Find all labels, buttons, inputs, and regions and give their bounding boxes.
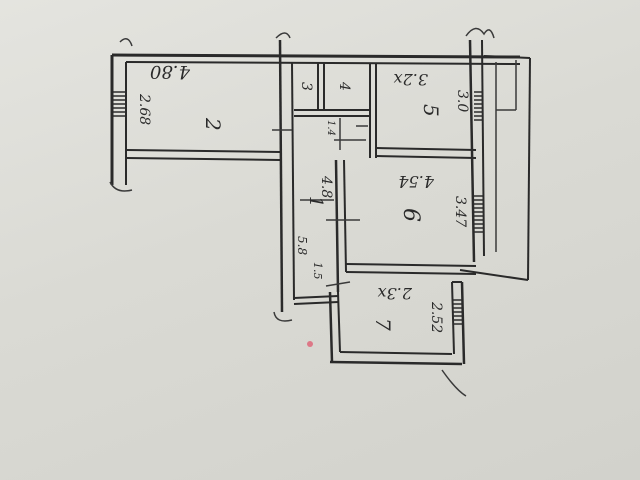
room-1-area: 4.8 xyxy=(318,175,334,198)
room-6-area: 4.54 xyxy=(398,172,435,191)
room-6-number: 6 xyxy=(398,208,423,222)
room-5 xyxy=(375,27,531,281)
room-7-dim: 2.52 xyxy=(428,301,444,333)
room-5-area: 3.2x xyxy=(394,70,428,89)
room-6-dim: 3.47 xyxy=(452,196,468,227)
room-2-number: 2 xyxy=(201,117,225,131)
room-7-number: 7 xyxy=(371,318,395,331)
room-5-dim: 3.0 xyxy=(454,90,470,112)
room-2 xyxy=(109,38,521,192)
room-1-number: 1 xyxy=(305,196,326,207)
small-gap-dim: 1.5 xyxy=(311,262,324,280)
corridor-width-dim: 5.8 xyxy=(295,236,309,255)
room-5-number: 5 xyxy=(419,104,443,117)
labels: 2 4.80 2.68 3 4 1.4 5 3.2x 3.0 1 4.8 5.8… xyxy=(136,61,470,333)
room-2-dim: 2.68 xyxy=(136,93,152,125)
room-7-area: 2.3x xyxy=(378,284,413,303)
wc-gap-dim: 1.4 xyxy=(325,120,336,136)
room-3-number: 3 xyxy=(298,82,314,91)
room-6 xyxy=(300,159,483,293)
room-2-area: 4.80 xyxy=(150,61,191,82)
room-4-number: 4 xyxy=(336,81,352,91)
room-7 xyxy=(325,281,467,397)
red-mark xyxy=(307,341,313,347)
corridor-walls xyxy=(272,32,339,322)
rooms-3-4 xyxy=(294,62,377,158)
